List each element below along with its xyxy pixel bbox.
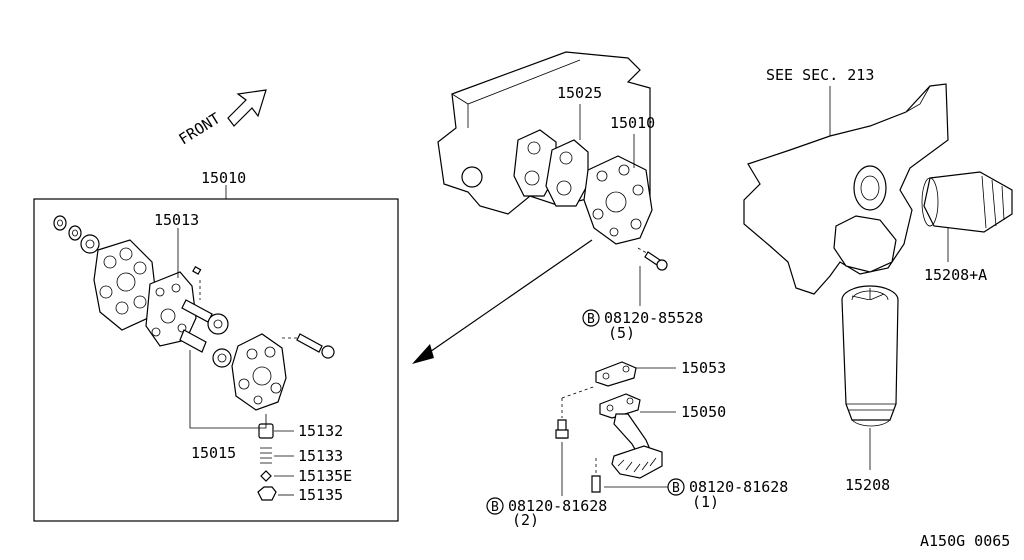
callout-15208a: 15208+A bbox=[924, 266, 987, 284]
callout-15050: 15050 bbox=[681, 403, 726, 421]
callout-15010-top: 15010 bbox=[610, 114, 655, 132]
callout-15135e: 15135E bbox=[298, 467, 352, 485]
callout-08120-81628-a: 08120-81628 bbox=[689, 478, 788, 496]
callout-08120-85528: 08120-85528 bbox=[604, 309, 703, 327]
callout-15010-box: 15010 bbox=[201, 169, 246, 187]
reference-code: A150G 0065 bbox=[920, 532, 1010, 550]
oil-filter-15208a bbox=[921, 171, 1013, 233]
callout-15053: 15053 bbox=[681, 359, 726, 377]
detail-box bbox=[33, 198, 399, 522]
see-sec-label: SEE SEC. 213 bbox=[766, 66, 874, 84]
oil-strainer bbox=[595, 361, 663, 479]
callout-08120-85528-qty: (5) bbox=[608, 324, 635, 342]
assembly-arrow-icon bbox=[412, 239, 593, 364]
gasket-15025 bbox=[513, 129, 589, 207]
front-arrow-icon bbox=[227, 89, 267, 127]
callout-15025: 15025 bbox=[557, 84, 602, 102]
bolt-symbol-81628-a-icon bbox=[667, 478, 685, 496]
pump-assembly-exploded bbox=[53, 215, 335, 501]
bolt-symbol-85528: B bbox=[587, 312, 595, 327]
callout-08120-81628-b-qty: (2) bbox=[512, 511, 539, 529]
bolt-symbol-81628-b: B bbox=[491, 500, 499, 515]
callout-15135: 15135 bbox=[298, 486, 343, 504]
oil-filter-bracket bbox=[743, 83, 949, 295]
callout-15015: 15015 bbox=[191, 444, 236, 462]
oil-filter-15208 bbox=[841, 285, 899, 427]
front-label: FRONT bbox=[176, 109, 224, 148]
bolt-symbol-81628-a: B bbox=[672, 481, 680, 496]
bolt-symbol-81628-b-icon bbox=[486, 497, 504, 515]
callout-15208: 15208 bbox=[845, 476, 890, 494]
callout-08120-81628-a-qty: (1) bbox=[692, 493, 719, 511]
callout-15133: 15133 bbox=[298, 447, 343, 465]
callout-15132: 15132 bbox=[298, 422, 343, 440]
bolt-symbol-85528-icon bbox=[582, 309, 600, 327]
callout-08120-81628-b: 08120-81628 bbox=[508, 497, 607, 515]
oil-pump-15010 bbox=[583, 155, 653, 245]
callout-15013: 15013 bbox=[154, 211, 199, 229]
